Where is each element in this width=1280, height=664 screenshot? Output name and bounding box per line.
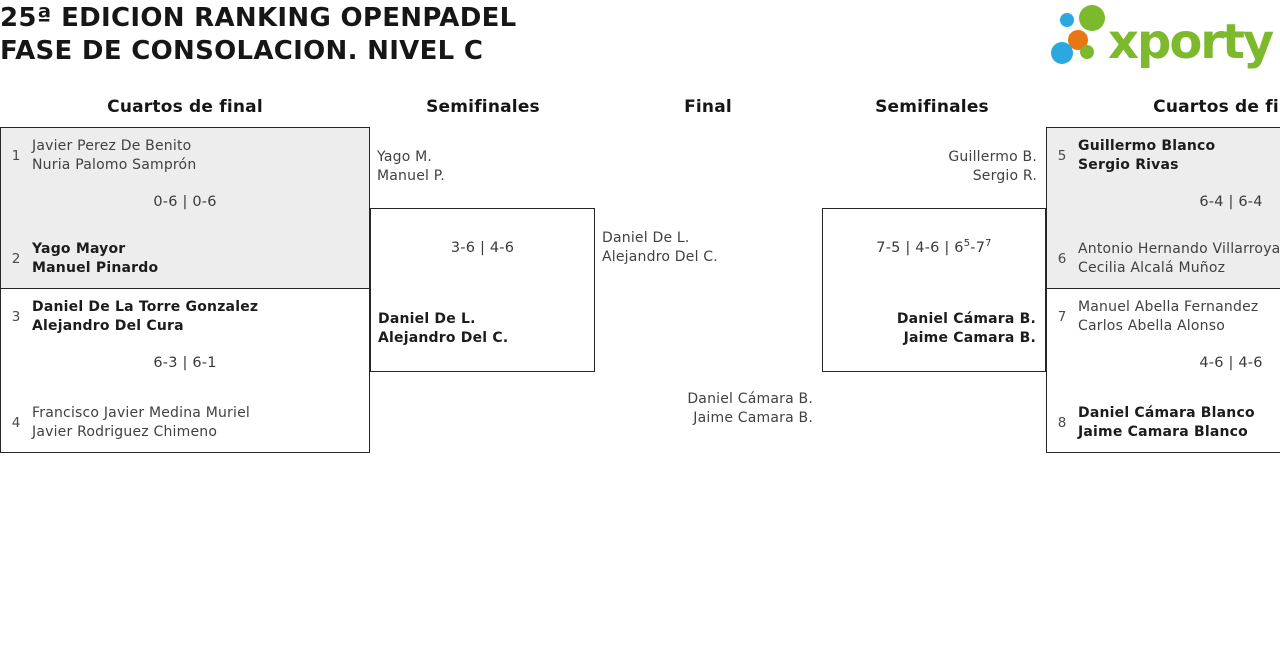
final-entrant-bottom: Daniel Cámara B. Jaime Camara B. (593, 390, 813, 428)
player-name: Sergio Rivas (1078, 157, 1179, 173)
match-slot: 4 Francisco Javier Medina Muriel Javier … (9, 404, 250, 442)
match-qf-right-bottom[interactable]: 7 Manuel Abella Fernandez Carlos Abella … (1046, 288, 1280, 453)
match-score: 6-4 | 6-4 (1199, 194, 1263, 210)
seed-number: 2 (11, 251, 21, 267)
player-name: Carlos Abella Alonso (1078, 318, 1225, 334)
score-tiebreak: 7 (985, 238, 992, 250)
team-name: Antonio Hernando Villarroya Cecilia Alca… (1078, 240, 1280, 278)
seed-number: 7 (1057, 309, 1067, 325)
logo-dot-blue-small (1060, 13, 1074, 27)
team-name-winner: Daniel De L. Alejandro Del C. (378, 310, 508, 348)
round-header-qf-left: Cuartos de final (107, 97, 263, 117)
team-name-winner: Guillermo Blanco Sergio Rivas (1078, 137, 1215, 175)
seed-number: 1 (11, 148, 21, 164)
match-slot: 8 Daniel Cámara Blanco Jaime Camara Blan… (1055, 404, 1255, 442)
score-part: 7-5 | 4-6 | 6 (876, 240, 964, 256)
seed-number: 5 (1057, 148, 1067, 164)
logo-dot-blue-large (1051, 42, 1073, 64)
match-slot: 7 Manuel Abella Fernandez Carlos Abella … (1055, 298, 1259, 336)
seed-number: 3 (11, 309, 21, 325)
player-name: Yago Mayor (32, 241, 126, 257)
sf-left-entrant-top: Yago M. Manuel P. (377, 148, 445, 186)
player-name: Manuel Pinardo (32, 260, 159, 276)
player-name: Guillermo B. (948, 149, 1037, 165)
logo-dot-orange (1068, 30, 1088, 50)
match-score: 4-6 | 4-6 (1199, 355, 1263, 371)
match-score: 0-6 | 0-6 (153, 194, 217, 210)
round-header-final: Final (684, 97, 732, 117)
page-title-line2: FASE DE CONSOLACION. NIVEL C (0, 36, 484, 66)
team-name-winner: Daniel Cámara B. Jaime Camara B. (897, 310, 1036, 348)
player-name: Nuria Palomo Samprón (32, 157, 197, 173)
match-qf-right-top[interactable]: 5 Guillermo Blanco Sergio Rivas 6-4 | 6-… (1046, 127, 1280, 289)
player-name: Guillermo Blanco (1078, 138, 1216, 154)
team-name-winner: Yago Mayor Manuel Pinardo (32, 240, 158, 278)
match-qf-left-top[interactable]: 1 Javier Perez De Benito Nuria Palomo Sa… (0, 127, 370, 289)
match-slot: 3 Daniel De La Torre Gonzalez Alejandro … (9, 298, 258, 336)
match-slot: 5 Guillermo Blanco Sergio Rivas (1055, 137, 1215, 175)
team-name: Javier Perez De Benito Nuria Palomo Samp… (32, 137, 196, 175)
player-name: Sergio R. (972, 168, 1037, 184)
final-entrant-top: Daniel De L. Alejandro Del C. (602, 229, 718, 267)
team-name: Manuel Abella Fernandez Carlos Abella Al… (1078, 298, 1258, 336)
page-title-line1: 25ª EDICION RANKING OPENPADEL (0, 3, 517, 33)
match-qf-left-bottom[interactable]: 3 Daniel De La Torre Gonzalez Alejandro … (0, 288, 370, 453)
player-name: Jaime Camara Blanco (1078, 424, 1248, 440)
player-name: Alejandro Del C. (378, 330, 509, 346)
player-name: Francisco Javier Medina Muriel (32, 405, 251, 421)
seed-number: 8 (1057, 415, 1067, 431)
seed-number: 4 (11, 415, 21, 431)
player-name: Daniel Cámara B. (687, 391, 813, 407)
player-name: Cecilia Alcalá Muñoz (1078, 260, 1226, 276)
player-name: Alejandro Del C. (602, 249, 718, 265)
player-name: Antonio Hernando Villarroya (1078, 241, 1280, 257)
logo-dot-green-small (1080, 45, 1094, 59)
match-score: 3-6 | 4-6 (450, 240, 515, 256)
logo-dot-green-large (1079, 5, 1105, 31)
player-name: Jaime Camara B. (903, 330, 1036, 346)
score-part: -7 (970, 240, 986, 256)
team-name-winner: Daniel Cámara Blanco Jaime Camara Blanco (1078, 404, 1255, 442)
player-name: Daniel De L. (602, 230, 690, 246)
team-name-winner: Daniel De La Torre Gonzalez Alejandro De… (32, 298, 258, 336)
player-name: Manuel P. (377, 168, 445, 184)
round-header-qf-right: Cuartos de final (1153, 97, 1280, 117)
player-name: Yago M. (377, 149, 433, 165)
sf-right-entrant-top: Guillermo B. Sergio R. (837, 148, 1037, 186)
match-sf-right[interactable]: 7-5 | 4-6 | 65-77 Daniel Cámara B. Jaime… (822, 208, 1046, 372)
match-slot: 2 Yago Mayor Manuel Pinardo (9, 240, 158, 278)
player-name: Javier Perez De Benito (32, 138, 192, 154)
page-title: 25ª EDICION RANKING OPENPADEL FASE DE CO… (0, 2, 517, 68)
player-name: Jaime Camara B. (693, 410, 813, 426)
match-slot: 6 Antonio Hernando Villarroya Cecilia Al… (1055, 240, 1280, 278)
match-sf-left[interactable]: 3-6 | 4-6 Daniel De L. Alejandro Del C. (370, 208, 595, 372)
xporty-logo[interactable]: xporty (1046, 2, 1280, 70)
score-tiebreak: 5 (963, 238, 971, 250)
match-score: 7-5 | 4-6 | 65-77 (823, 238, 1045, 256)
round-header-sf-right: Semifinales (875, 97, 989, 117)
match-score: 6-3 | 6-1 (153, 355, 217, 371)
player-name: Javier Rodriguez Chimeno (32, 424, 218, 440)
player-name: Daniel Cámara Blanco (1078, 405, 1255, 421)
player-name: Daniel Cámara B. (896, 311, 1036, 327)
team-name: Francisco Javier Medina Muriel Javier Ro… (32, 404, 250, 442)
player-name: Daniel De La Torre Gonzalez (32, 299, 259, 315)
player-name: Alejandro Del Cura (32, 318, 184, 334)
match-slot: 1 Javier Perez De Benito Nuria Palomo Sa… (9, 137, 197, 175)
logo-wordmark: xporty (1108, 14, 1274, 70)
player-name: Daniel De L. (378, 311, 476, 327)
player-name: Manuel Abella Fernandez (1078, 299, 1259, 315)
round-header-sf-left: Semifinales (426, 97, 540, 117)
seed-number: 6 (1057, 251, 1067, 267)
